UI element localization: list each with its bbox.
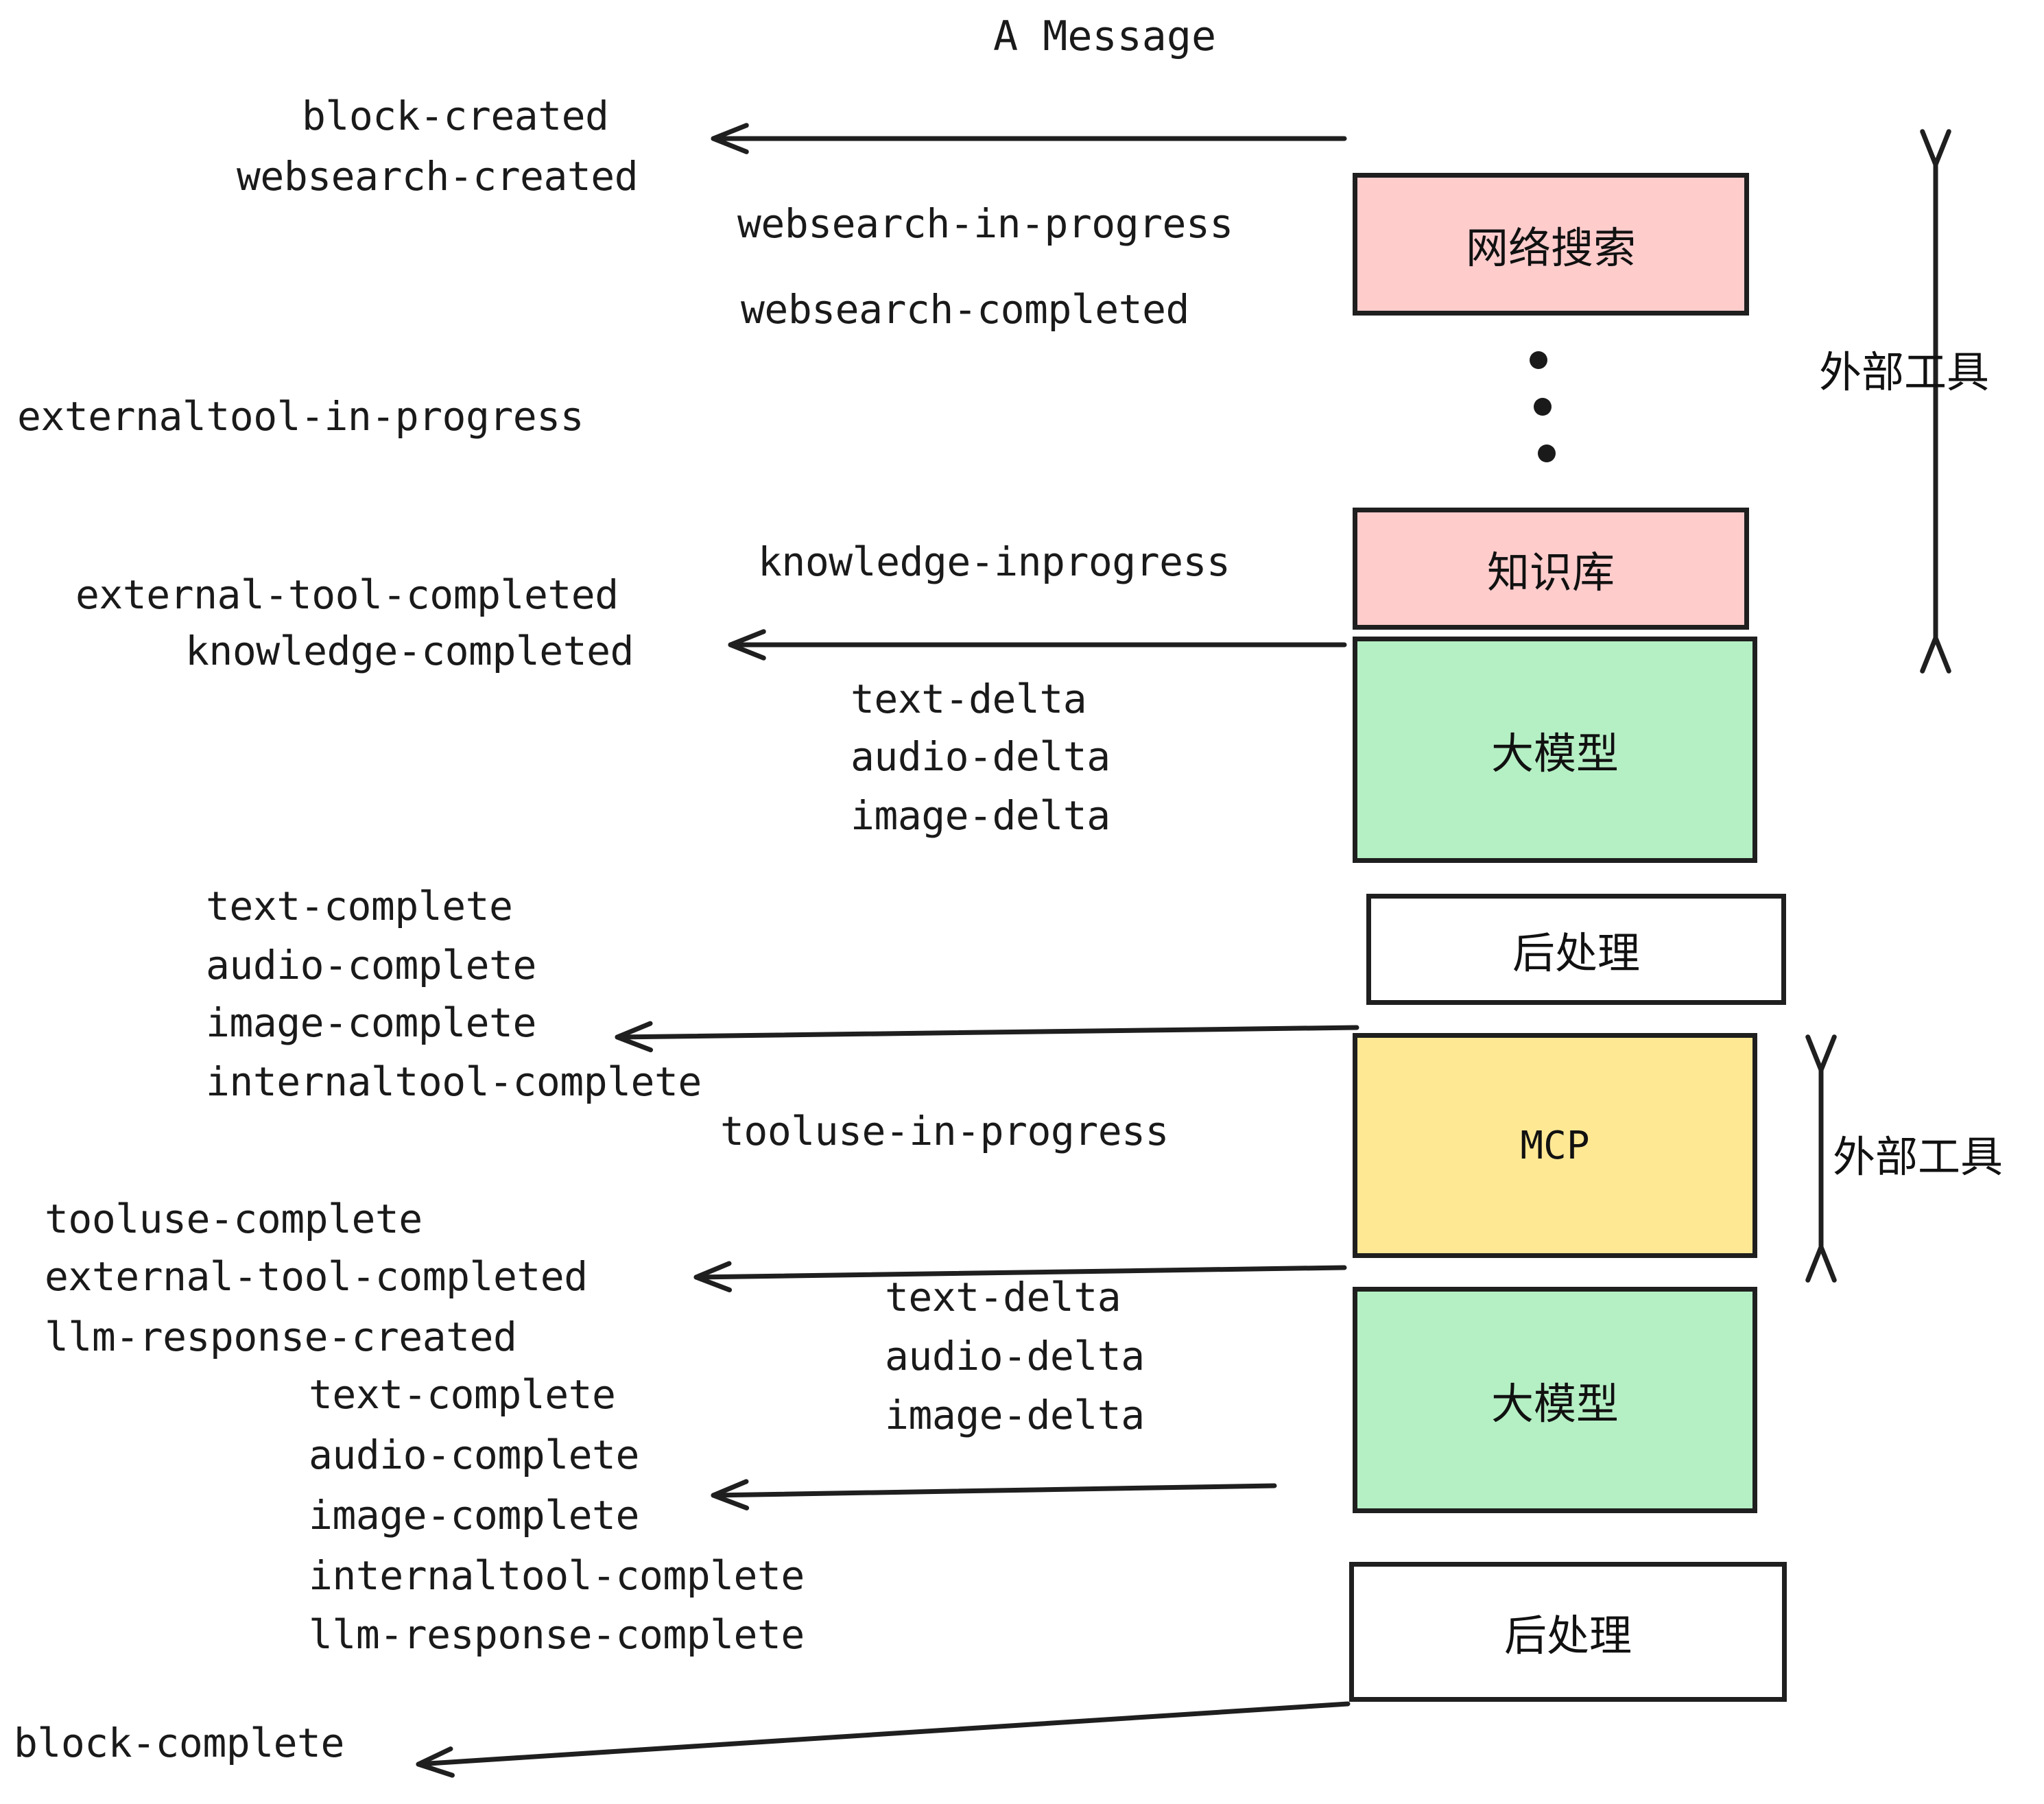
event-label-block-complete: block-complete: [14, 1720, 344, 1766]
event-label-websearch-created: websearch-created: [237, 153, 639, 200]
stage-box-knowledge[interactable]: 知识库: [1353, 508, 1749, 630]
stage-box-label: MCP: [1520, 1123, 1590, 1168]
ellipsis-dot-2: [1534, 398, 1552, 416]
event-label-image-complete-1: image-complete: [206, 999, 536, 1046]
event-label-text-delta-1: text-delta: [851, 676, 1087, 722]
external-tool-range-bottom-head-up: [1805, 1034, 1837, 1073]
arrow-image-complete-head: [615, 1021, 654, 1053]
event-label-audio-complete-2: audio-complete: [309, 1432, 639, 1478]
event-label-text-complete-2: text-complete: [309, 1371, 616, 1418]
event-label-text-complete-1: text-complete: [206, 883, 513, 929]
stage-box-postprocess-2[interactable]: 后处理: [1349, 1562, 1787, 1702]
arrow-knowledge-completed-head: [728, 629, 766, 661]
arrow-tooluse-complete-shaft: [693, 1265, 1347, 1280]
stage-box-mcp[interactable]: MCP: [1353, 1033, 1757, 1258]
stage-box-websearch[interactable]: 网络搜索: [1353, 173, 1749, 316]
external-tool-range-bottom-head-down: [1805, 1244, 1837, 1283]
arrow-audio-complete-shaft: [711, 1483, 1277, 1498]
event-label-image-delta-1: image-delta: [851, 792, 1110, 839]
page-title: A Message: [993, 12, 1217, 60]
stage-box-label: 大模型: [1490, 728, 1619, 779]
ellipsis-dot-3: [1538, 444, 1556, 462]
arrow-block-complete-head: [416, 1746, 455, 1778]
event-label-llm-response-created: llm-response-created: [45, 1314, 517, 1360]
event-label-websearch-completed: websearch-completed: [741, 286, 1189, 333]
event-label-external-tool-completed-1: external-tool-completed: [75, 571, 619, 618]
event-label-audio-delta-1: audio-delta: [851, 733, 1110, 780]
stage-box-label: 后处理: [1504, 1611, 1632, 1661]
arrow-block-complete-shaft: [416, 1701, 1351, 1767]
event-label-image-delta-2: image-delta: [885, 1392, 1145, 1438]
arrow-block-created-head: [711, 123, 749, 154]
event-label-knowledge-completed: knowledge-completed: [185, 628, 634, 674]
arrow-tooluse-complete-head: [693, 1261, 733, 1293]
event-label-internaltool-complete-1: internaltool-complete: [206, 1058, 702, 1105]
external-tool-range-top-head-down: [1920, 635, 1951, 674]
event-label-audio-delta-2: audio-delta: [885, 1333, 1145, 1379]
side-label-external-tool-top: 外部工具: [1819, 347, 1990, 397]
event-label-block-created: block-created: [302, 93, 609, 139]
stage-box-label: 后处理: [1512, 928, 1640, 978]
ellipsis-dot-1: [1530, 351, 1547, 369]
event-label-websearch-in-progress: websearch-in-progress: [737, 200, 1233, 247]
stage-box-label: 大模型: [1490, 1379, 1619, 1429]
event-label-llm-response-complete: llm-response-complete: [309, 1611, 805, 1658]
event-label-tooluse-in-progress: tooluse-in-progress: [720, 1108, 1169, 1154]
side-label-external-tool-bottom: 外部工具: [1833, 1132, 2004, 1182]
arrow-image-complete-shaft: [615, 1025, 1359, 1040]
event-label-externaltool-in-progress: externaltool-in-progress: [17, 393, 584, 440]
stage-box-llm-2[interactable]: 大模型: [1353, 1287, 1757, 1513]
event-label-text-delta-2: text-delta: [885, 1274, 1121, 1320]
event-label-internaltool-complete-2: internaltool-complete: [309, 1552, 805, 1599]
event-label-tooluse-complete: tooluse-complete: [45, 1196, 423, 1242]
stage-box-label: 网络搜索: [1465, 223, 1636, 273]
event-label-image-complete-2: image-complete: [309, 1492, 639, 1539]
event-label-external-tool-completed-2: external-tool-completed: [45, 1253, 588, 1300]
event-label-audio-complete-1: audio-complete: [206, 942, 536, 988]
external-tool-range-top-head-up: [1920, 129, 1951, 167]
arrow-audio-complete-head: [711, 1479, 750, 1510]
stage-box-postprocess-1[interactable]: 后处理: [1366, 894, 1786, 1005]
event-label-knowledge-inprogress: knowledge-inprogress: [758, 538, 1231, 585]
stage-box-label: 知识库: [1486, 547, 1615, 597]
stage-box-llm-1[interactable]: 大模型: [1353, 637, 1757, 863]
